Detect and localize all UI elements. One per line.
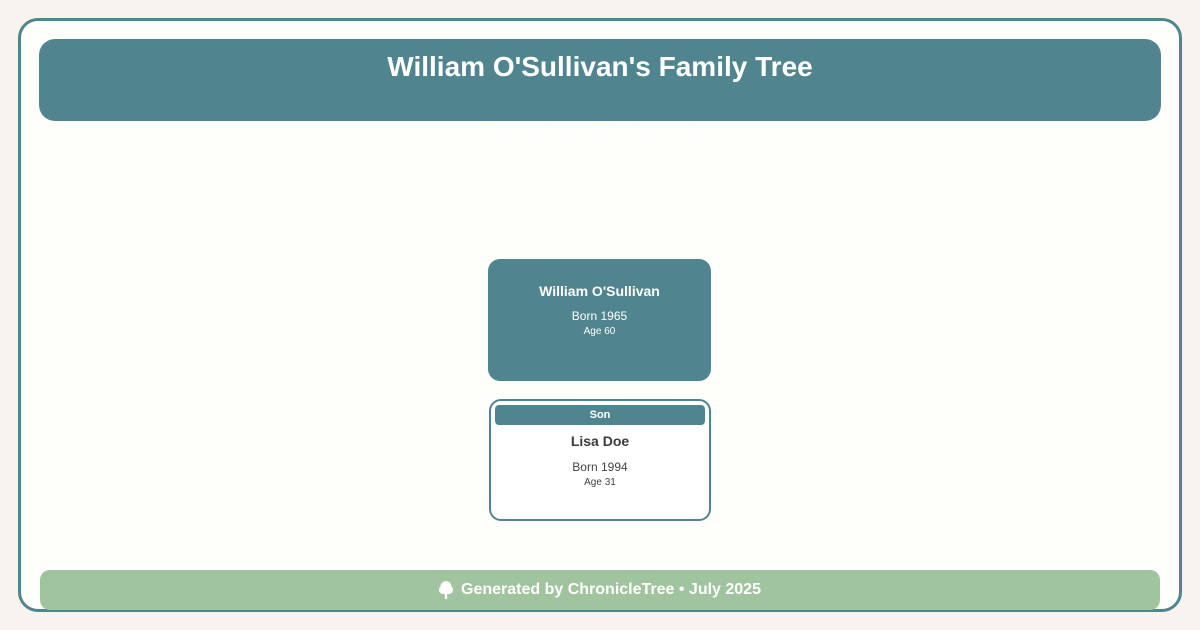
person-name: William O'Sullivan bbox=[539, 283, 660, 299]
footer-text: Generated by ChronicleTree • July 2025 bbox=[461, 581, 761, 598]
page-subtitle: 3 generations • 2 family members bbox=[481, 124, 719, 141]
relation-badge: Son bbox=[495, 405, 705, 425]
person-name: Lisa Doe bbox=[570, 433, 630, 449]
person-born: Born 1994 bbox=[572, 460, 628, 474]
header-banner: William O'Sullivan's Family Tree 3 gener… bbox=[39, 39, 1161, 141]
person-card-child[interactable]: Son Lisa Doe Born 1994 Age 31 bbox=[489, 399, 711, 521]
person-card-root[interactable]: William O'Sullivan Born 1965 Age 60 bbox=[488, 259, 711, 381]
footer-bar: Generated by ChronicleTree • July 2025 bbox=[40, 570, 1160, 610]
page-title: William O'Sullivan's Family Tree bbox=[387, 51, 813, 82]
person-age: Age 31 bbox=[584, 477, 616, 488]
tree-icon bbox=[439, 581, 454, 599]
person-age: Age 60 bbox=[583, 326, 616, 337]
person-born: Born 1965 bbox=[571, 309, 628, 323]
